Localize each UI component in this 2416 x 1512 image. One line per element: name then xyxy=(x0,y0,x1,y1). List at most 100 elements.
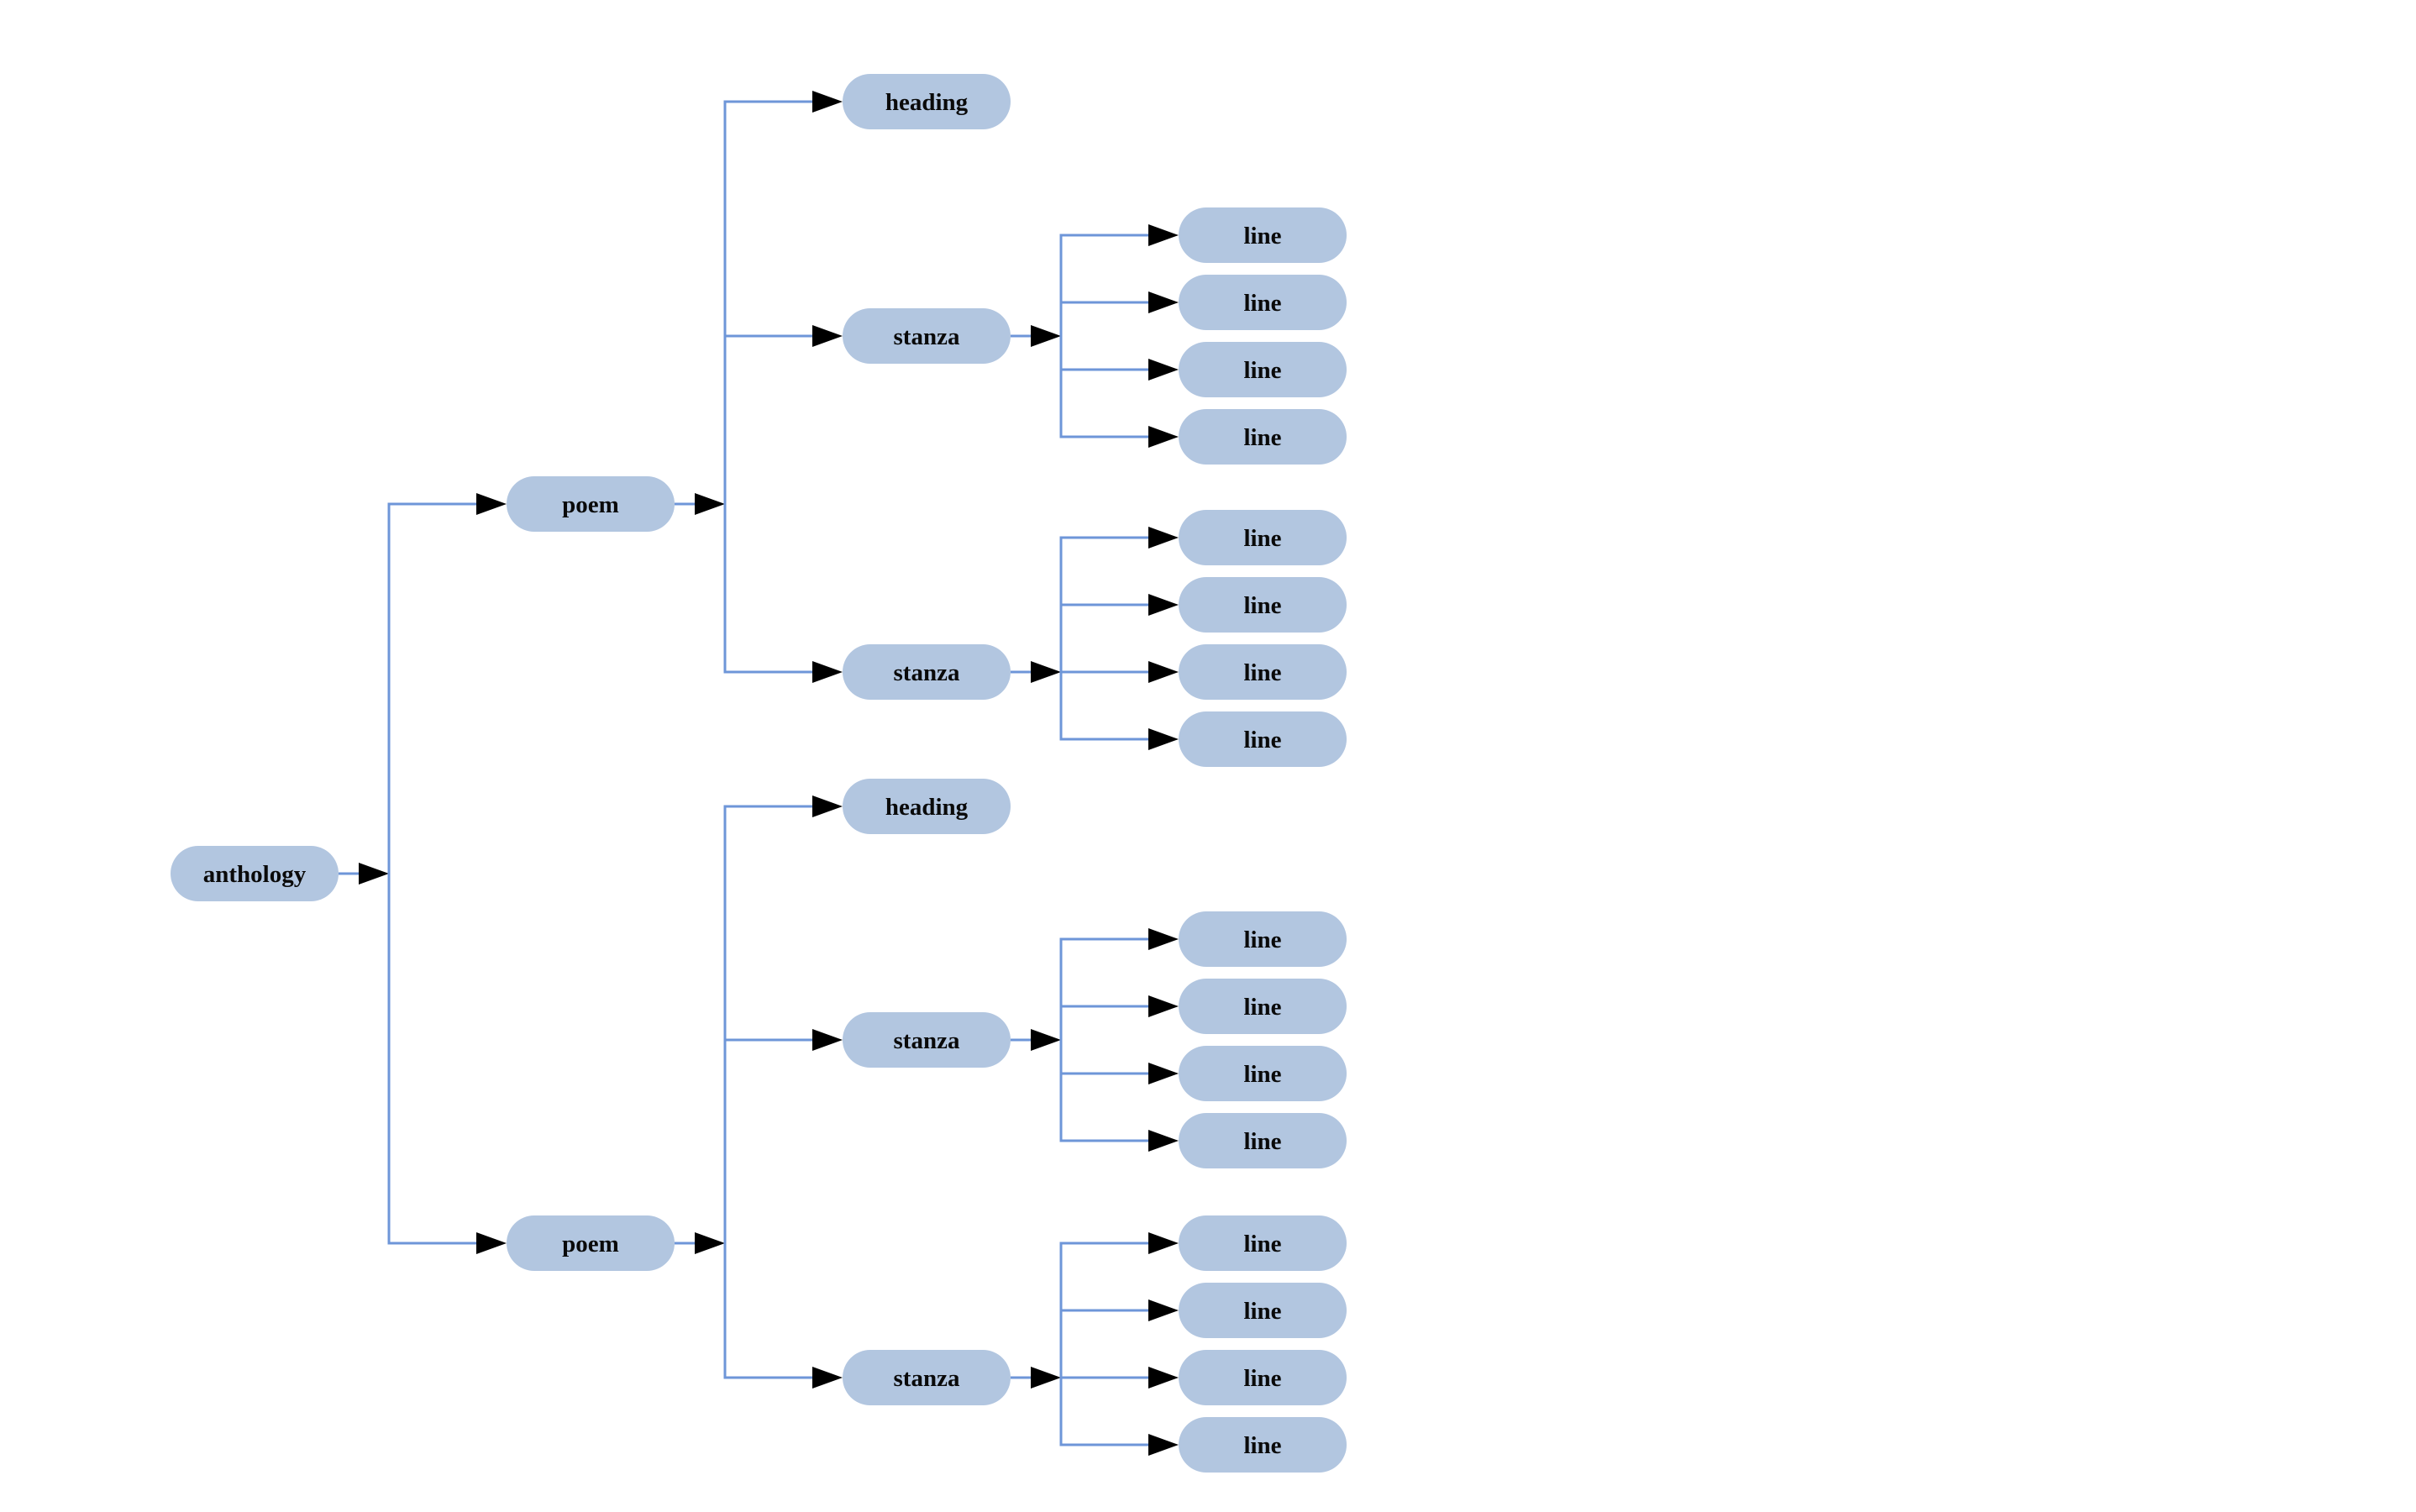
node-line-11-pill xyxy=(1179,1046,1347,1101)
node-stanza-3: stanza xyxy=(843,1012,1011,1068)
node-line-2-label: line xyxy=(1243,290,1281,317)
node-stanza-2: stanza xyxy=(843,644,1011,700)
arrowhead-icon-trunk-to-node-stanza-2 xyxy=(812,661,843,683)
arrowhead-icon-node-poem-1-to-trunk xyxy=(695,493,725,515)
node-line-9-label: line xyxy=(1243,927,1281,953)
arrowhead-icon-trunk-to-node-line-8 xyxy=(1148,728,1179,750)
node-line-4-label: line xyxy=(1243,424,1281,451)
arrowhead-icon-trunk-to-node-stanza-3 xyxy=(812,1029,843,1051)
node-stanza-4-label: stanza xyxy=(894,1365,960,1392)
node-line-14: line xyxy=(1179,1283,1347,1338)
arrowhead-icon-trunk-to-node-line-11 xyxy=(1148,1063,1179,1084)
nodes-layer: anthology poem heading stanza line line line li… xyxy=(171,74,1347,1473)
node-line-1: line xyxy=(1179,207,1347,263)
node-stanza-4-pill xyxy=(843,1350,1011,1405)
node-poem-2-label: poem xyxy=(562,1231,619,1257)
node-anthology: anthology xyxy=(171,846,339,901)
node-stanza-3-pill xyxy=(843,1012,1011,1068)
node-poem-1-label: poem xyxy=(562,491,619,518)
node-heading-2-label: heading xyxy=(885,794,969,821)
arrowhead-icon-trunk-to-node-line-10 xyxy=(1148,995,1179,1017)
arrowhead-icon-node-poem-2-to-trunk xyxy=(695,1232,725,1254)
node-line-10-label: line xyxy=(1243,994,1281,1021)
node-line-14-pill xyxy=(1179,1283,1347,1338)
arrowhead-icon-trunk-to-node-line-4 xyxy=(1148,426,1179,448)
node-stanza-1: stanza xyxy=(843,308,1011,364)
node-anthology-pill xyxy=(171,846,339,901)
arrowhead-icon-trunk-to-node-stanza-4 xyxy=(812,1367,843,1389)
node-line-8: line xyxy=(1179,711,1347,767)
arrowhead-icon-trunk-to-node-heading-1 xyxy=(812,91,843,113)
node-line-7-label: line xyxy=(1243,659,1281,686)
node-line-7-pill xyxy=(1179,644,1347,700)
node-line-13: line xyxy=(1179,1215,1347,1271)
arrowhead-icon-node-anthology-to-trunk xyxy=(359,863,389,885)
node-line-7: line xyxy=(1179,644,1347,700)
node-line-11: line xyxy=(1179,1046,1347,1101)
node-heading-1-pill xyxy=(843,74,1011,129)
node-stanza-4: stanza xyxy=(843,1350,1011,1405)
node-line-16-pill xyxy=(1179,1417,1347,1473)
node-line-1-label: line xyxy=(1243,223,1281,249)
node-line-4: line xyxy=(1179,409,1347,465)
node-line-15-label: line xyxy=(1243,1365,1281,1392)
node-poem-1-pill xyxy=(507,476,675,532)
arrowhead-icon-trunk-to-node-line-7 xyxy=(1148,661,1179,683)
node-line-14-label: line xyxy=(1243,1298,1281,1325)
arrowhead-icon-trunk-to-node-line-9 xyxy=(1148,928,1179,950)
node-line-10: line xyxy=(1179,979,1347,1034)
node-line-9-pill xyxy=(1179,911,1347,967)
node-stanza-1-pill xyxy=(843,308,1011,364)
node-line-2-pill xyxy=(1179,275,1347,330)
node-line-5: line xyxy=(1179,510,1347,565)
arrowhead-icon-trunk-to-node-line-16 xyxy=(1148,1434,1179,1456)
arrowhead-icon-node-stanza-4-to-trunk xyxy=(1031,1367,1061,1389)
node-stanza-2-label: stanza xyxy=(894,659,960,686)
node-line-1-pill xyxy=(1179,207,1347,263)
node-heading-1-label: heading xyxy=(885,89,969,116)
arrowhead-icon-trunk-to-node-line-15 xyxy=(1148,1367,1179,1389)
node-line-9: line xyxy=(1179,911,1347,967)
node-line-8-label: line xyxy=(1243,727,1281,753)
node-heading-1: heading xyxy=(843,74,1011,129)
node-line-3-pill xyxy=(1179,342,1347,397)
arrowhead-icon-trunk-to-node-poem-1 xyxy=(476,493,507,515)
arrowhead-icon-trunk-to-node-line-1 xyxy=(1148,224,1179,246)
node-stanza-3-label: stanza xyxy=(894,1027,960,1054)
arrowhead-icon-node-stanza-1-to-trunk xyxy=(1031,325,1061,347)
node-line-2: line xyxy=(1179,275,1347,330)
edges-layer xyxy=(339,91,1179,1456)
node-stanza-1-label: stanza xyxy=(894,323,960,350)
arrowhead-icon-trunk-to-node-line-14 xyxy=(1148,1299,1179,1321)
node-heading-2-pill xyxy=(843,779,1011,834)
node-line-13-pill xyxy=(1179,1215,1347,1271)
node-line-5-label: line xyxy=(1243,525,1281,552)
arrowhead-icon-trunk-to-node-line-13 xyxy=(1148,1232,1179,1254)
node-line-5-pill xyxy=(1179,510,1347,565)
node-line-11-label: line xyxy=(1243,1061,1281,1088)
arrowhead-icon-trunk-to-node-line-6 xyxy=(1148,594,1179,616)
node-line-16-label: line xyxy=(1243,1432,1281,1459)
node-line-12-label: line xyxy=(1243,1128,1281,1155)
arrowhead-icon-node-stanza-3-to-trunk xyxy=(1031,1029,1061,1051)
arrowhead-icon-trunk-to-node-stanza-1 xyxy=(812,325,843,347)
arrowhead-icon-trunk-to-node-line-2 xyxy=(1148,291,1179,313)
node-line-10-pill xyxy=(1179,979,1347,1034)
arrowhead-icon-trunk-to-node-line-5 xyxy=(1148,527,1179,549)
node-line-12-pill xyxy=(1179,1113,1347,1168)
node-line-6: line xyxy=(1179,577,1347,633)
node-stanza-2-pill xyxy=(843,644,1011,700)
node-line-15: line xyxy=(1179,1350,1347,1405)
node-heading-2: heading xyxy=(843,779,1011,834)
node-poem-1: poem xyxy=(507,476,675,532)
node-poem-2-pill xyxy=(507,1215,675,1271)
arrowhead-icon-trunk-to-node-line-3 xyxy=(1148,359,1179,381)
arrowhead-icon-trunk-to-node-heading-2 xyxy=(812,795,843,817)
node-line-3-label: line xyxy=(1243,357,1281,384)
node-line-3: line xyxy=(1179,342,1347,397)
node-line-12: line xyxy=(1179,1113,1347,1168)
node-line-15-pill xyxy=(1179,1350,1347,1405)
node-line-8-pill xyxy=(1179,711,1347,767)
node-line-13-label: line xyxy=(1243,1231,1281,1257)
node-anthology-label: anthology xyxy=(203,861,307,888)
